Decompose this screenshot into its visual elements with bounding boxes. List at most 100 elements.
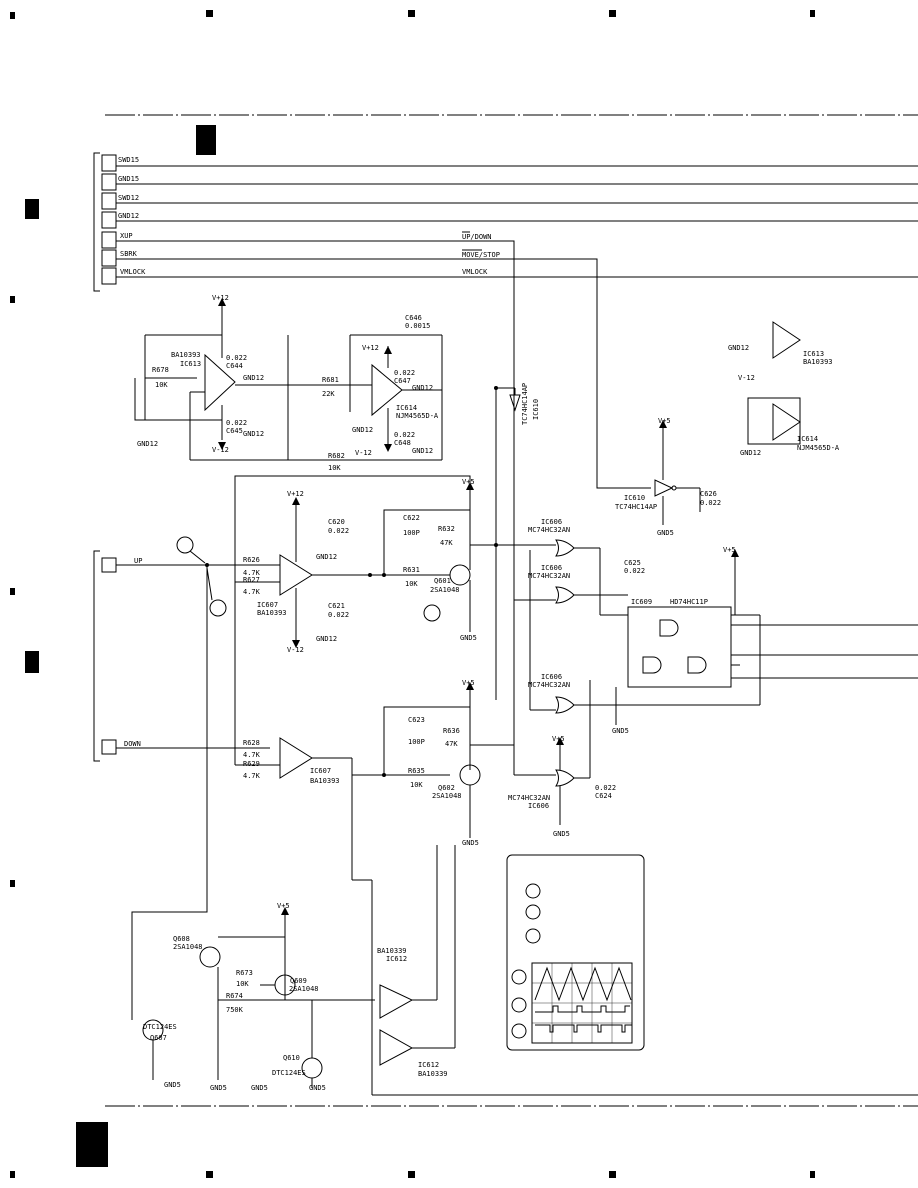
ic_labels-ic610a-1-label: IC610 [532,399,540,420]
ic_labels-ic610b-0-label: IC610 [624,494,645,502]
cn-pin-label-7: VMLOCK [120,268,146,276]
components-c621-1-label: 0.022 [328,611,349,619]
comparator-down: R628 4.7K R629 4.7K IC607 BA10393 [234,582,450,785]
components-c648-0-label: 0.022 [394,431,415,439]
supplies-gnd12-label: GND12 [243,374,264,382]
components-q608-0-label: Q608 [173,935,190,943]
supplies-gnd5-label: GND5 [657,529,674,537]
components-r627-0-label: R627 [243,576,260,584]
supplies-gnd12-label: GND12 [243,430,264,438]
supplies-vm12-label: V-12 [738,374,755,382]
supplies-gnd12-label: GND12 [316,553,337,561]
supplies-vp5-label: V+5 [658,417,671,425]
cn-pin-box [101,231,117,249]
logic-section: V+5 V+5 GND5 GND5 IC606 MC74HC32AN IC606… [496,383,918,838]
signal-up-down: UP/DOWN [462,233,492,241]
input-down-label: DOWN [124,740,141,748]
components-r632-1-label: 47K [440,539,453,547]
ic_labels-ic606d-1-label: IC606 [528,802,549,810]
comparator-up: V+12 V-12 R626 4.7K R627 4.7K IC607 BA10… [207,475,471,654]
components-r678-0-label: R678 [152,366,169,374]
ic_labels-ic612b-1-label: BA10339 [418,1070,448,1078]
components-q602-0-label: Q602 [438,784,455,792]
components-r629-1-label: 4.7K [243,772,261,780]
components-c646-0-label: C646 [405,314,422,322]
components-c626-1-label: 0.022 [700,499,721,507]
components-c646-1-label: 0.0015 [405,322,430,330]
ic_labels-ic606a-0-label: IC606 [541,518,562,526]
ic_labels-ic614-1-label: NJM4565D-A [396,412,439,420]
components-r681-0-label: R681 [322,376,339,384]
components-c622-0-label: C622 [403,514,420,522]
components-c648-1-label: C648 [394,439,411,447]
ic_labels-ic607a-0-label: IC607 [257,601,278,609]
components-q607-0-label: DTC124ES [143,1023,177,1031]
supplies-gnd5-label: GND5 [164,1081,181,1089]
ic_labels-ic610a-0-label: TC74HC14AP [521,383,529,425]
q601-stage: V+5 GND5 C622 100P R632 47K R631 10K Q60… [368,386,498,700]
supplies-gnd5-label: GND5 [462,839,479,847]
ic614-label: IC614 [396,404,417,412]
ic_labels-ic607b-0-label: IC607 [310,767,331,775]
components-c620-0-label: C620 [328,518,345,526]
ic_labels-ic614_ref-0-label: IC614 [797,435,818,443]
supplies-vm12-label: V-12 [287,646,304,654]
input-up-label: UP [134,557,142,565]
components-c622-1-label: 100P [403,529,420,537]
ic_labels-ic610b-1-label: TC74HC14AP [615,503,657,511]
cn-pin-label-5: XUP [120,232,133,240]
registration-marks [10,10,815,1178]
components-q610-1-label: DTC124ES [272,1069,306,1077]
components-c645-1-label: C645 [226,427,243,435]
ic_labels-ic607a-1-label: BA10393 [257,609,287,617]
supplies-gnd5-label: GND5 [251,1084,268,1092]
components-c644-1-label: C644 [226,362,243,370]
supplies-gnd12-label: GND12 [316,635,337,643]
components-c645-0-label: 0.022 [226,419,247,427]
ic_labels-ic612a-0-label: BA10339 [377,947,407,955]
q602-stage: V+5 GND5 C623 100P R636 47K R635 10K Q60… [382,679,514,847]
connector-cn: SWD15 GND15 SWD12 GND12 XUP SBRK VMLOCK … [93,152,918,775]
cn-pin-box [101,267,117,285]
components-q608-1-label: 2SA1048 [173,943,203,951]
ic-reference-symbols: IC613 BA10393 GND12 V-12 IC614 NJM4565D-… [728,321,840,457]
waveform-box [506,854,645,1051]
ic_labels-ic606b-1-label: MC74HC32AN [528,572,570,580]
components-r636-0-label: R636 [443,727,460,735]
ic_labels-ic609-0-label: IC609 [631,598,652,606]
components-c647-1-label: C647 [394,377,411,385]
cn-pin-label-6: SBRK [120,250,138,258]
components-q601-0-label: Q601 [434,577,451,585]
cn-pin-box [101,249,117,267]
cn-pin-label-4: GND12 [118,212,139,220]
supplies-gnd12-label: GND12 [740,449,761,457]
supplies-vp12-label: V+12 [212,294,229,302]
ic613-label: BA10393 [171,351,201,359]
connector-updown: UP DOWN [93,536,270,980]
components-r626-0-label: R626 [243,556,260,564]
components-r673-1-label: 10K [236,980,249,988]
cn-pin-box [101,192,117,210]
components-q602-1-label: 2SA1048 [432,792,462,800]
cn-pin-box [101,211,117,229]
components-r673-0-label: R673 [236,969,253,977]
components-r627-1-label: 4.7K [243,588,261,596]
ic_labels-ic613_ref-0-label: IC613 [803,350,824,358]
cn-pin-label-1: SWD15 [118,156,139,164]
ic_labels-ic606c-1-label: MC74HC32AN [528,681,570,689]
components-c624-0-label: 0.022 [595,784,616,792]
supplies-vp12-label: V+12 [287,490,304,498]
components-r635-1-label: 10K [410,781,423,789]
ic_labels-ic606c-0-label: IC606 [541,673,562,681]
ic_labels-ic609-1-label: HD74HC11P [670,598,708,606]
components-c626-0-label: C626 [700,490,717,498]
components-r632-0-label: R632 [438,525,455,533]
components-r631-0-label: R631 [403,566,420,574]
supplies-vm12-label: V-12 [212,446,229,454]
components-r674-1-label: 750K [226,1006,244,1014]
components-c625-1-label: 0.022 [624,567,645,575]
supplies-gnd5-label: GND5 [460,634,477,642]
ic_labels-ic606a-1-label: MC74HC32AN [528,526,570,534]
components-r629-0-label: R629 [243,760,260,768]
